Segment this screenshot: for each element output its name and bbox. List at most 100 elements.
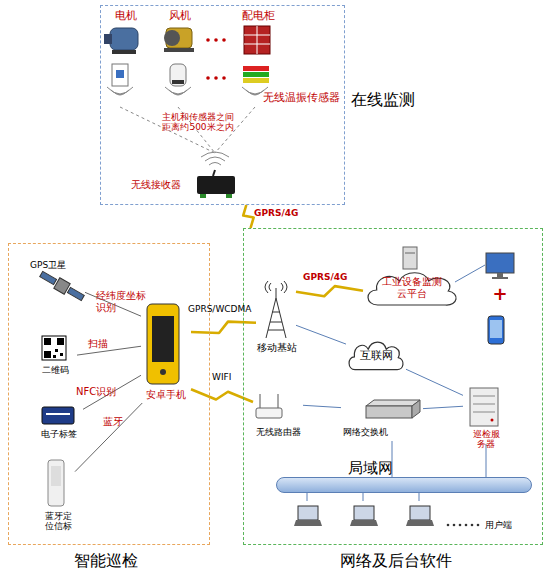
receiver-icon [226,194,232,198]
server-icon [405,253,415,254]
server-icon [403,247,417,269]
qr-code-icon [55,349,58,352]
tower-icon [265,281,287,338]
phone-icon [152,316,174,362]
node-label: GPS卫星 [30,260,74,270]
wifi-symbol [165,87,191,95]
ellipsis-dots [214,76,218,80]
edge-label: 经纬度坐标识别 [96,290,148,313]
switch-icon [366,400,420,418]
note-label: 主机和传感器之间 距离约500米之内 [160,112,236,133]
node-label: 安卓手机 [141,389,191,401]
ellipsis-dots [206,38,210,42]
link-line [120,107,255,153]
link-line [75,403,142,472]
ellipsis-dots [206,76,210,80]
monitor-icon [497,273,503,277]
node-label: 二维码 [35,365,75,375]
node-label: 电子标签 [35,429,83,439]
tag-icon [42,407,74,424]
cabinet-icon [244,26,270,54]
qr-code-icon [42,336,66,360]
monitor-icon [486,253,514,279]
cloud-node: 工业设备监测云平台 [363,269,461,309]
switch-icon [366,400,420,406]
laptop-icon [298,506,318,520]
note-label: + [490,284,510,305]
node-label: 无线路由器 [251,427,305,437]
node-label: 巡检服务器 [471,429,501,450]
tower-icon [265,281,287,293]
tag-icon [46,413,70,415]
ellipsis-dots [465,524,468,527]
cloud-shape [368,273,456,305]
network-bus: 局域网 [276,477,532,493]
ellipsis-dots [447,524,450,527]
mobile-icon [490,320,502,338]
sensor-icon [243,66,269,83]
edge-label: 扫描 [88,338,118,350]
motor-icon [110,28,138,50]
laptop-icon [406,520,434,526]
wireless-link [243,205,254,228]
device-node: 巡检服务器 [463,384,509,444]
mobile-icon [488,316,504,344]
wireless-link [296,286,363,296]
wireless-link [191,322,256,333]
server-icon [491,419,494,422]
wifi-symbol [201,152,229,165]
receiver-node: 无线接收器 [129,153,241,203]
link-line [303,405,341,407]
monitor-icon [492,277,508,279]
link-line [296,325,346,344]
link-line [77,346,141,355]
group-title: 智能巡检 [56,552,156,570]
satellite-icon [38,269,86,303]
laptop-icon [410,506,430,520]
cabinet-icon [257,26,258,54]
device-node: 移动基站 [256,283,296,355]
qr-code-icon [44,338,51,345]
monitor-icon [486,253,514,273]
ellipsis-dots [477,524,480,527]
edge-label: GPRS/4G [254,208,304,218]
laptop-icon [350,506,378,526]
node-label: 风机 [159,10,201,23]
sensor-icon [172,80,184,84]
server-icon [473,412,495,413]
switch-icon [366,406,412,418]
phone-icon [147,304,179,384]
router-icon [256,408,282,418]
node-label: 配电柜 [233,10,283,23]
edge-label: NFC识别 [76,386,126,398]
ellipsis-dots [447,524,480,527]
device-node: 网络交换机 [341,399,423,441]
ellipsis-dots [206,38,226,80]
link-line [455,265,485,282]
node-label: 用户端 [485,520,525,530]
group-title: 网络及后台软件 [321,552,471,570]
satellite-icon [40,271,57,284]
ellipsis-dots [453,524,456,527]
qr-code-icon [57,338,64,345]
wifi-symbol [107,87,268,95]
cloud-node: 互联网 [346,339,406,373]
ellipsis-dots [222,76,226,80]
laptop-icon [350,520,378,526]
node-label: 无线接收器 [131,179,193,191]
server-icon [403,247,417,269]
receiver-icon [200,194,206,198]
group-box: 移动基站工业设备监测云平台互联网无线路由器网络交换机巡检服务器局域网用户端网络及… [243,228,543,545]
fan-icon [164,28,194,52]
motor-icon [104,34,112,44]
group-title: 局域网 [340,460,400,477]
sensor-icon [170,64,186,86]
sensor-icon [243,66,269,71]
device-node: 电机 [105,9,147,59]
link-line [423,406,463,408]
receiver-icon [213,170,215,176]
server-icon [473,396,495,397]
sensor-icon [116,70,124,78]
mobile-icon [488,316,504,344]
qr-code-icon [53,355,56,358]
